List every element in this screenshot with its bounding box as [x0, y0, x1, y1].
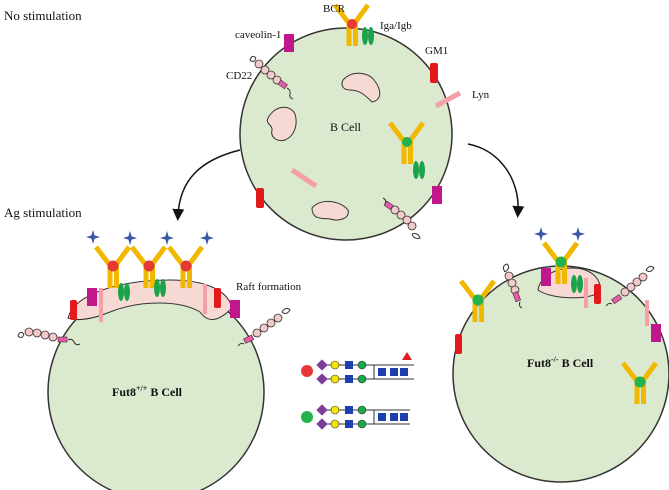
cell-membrane: [239, 27, 453, 241]
b-cell-label: B Cell: [330, 120, 362, 134]
no-fucose-bcr-icon: [301, 411, 313, 423]
caveolin-marker: [87, 288, 97, 306]
lyn-marker: [99, 288, 103, 322]
nonfucosylated-glycan-icon: [316, 404, 410, 430]
arrow-to-wt-cell: [172, 149, 241, 221]
core-fucose-bcr-icon: [301, 365, 313, 377]
lipid-raft: [67, 279, 233, 321]
lyn-marker: [645, 300, 649, 326]
caveolin-marker: [651, 324, 661, 342]
bcr-receptor: [623, 363, 656, 404]
antigen-icon: [86, 230, 100, 244]
gm1-marker: [214, 288, 221, 308]
iga-igb-label: Iga/Igb: [380, 20, 412, 32]
ko-cell-label: Fut8-/- B Cell: [527, 355, 594, 370]
cd22-receptor: [502, 263, 523, 309]
cd22-label: CD22: [226, 70, 252, 82]
bcr-receptor: [544, 243, 577, 284]
bcr-receptor: [461, 281, 494, 322]
bcr-receptor-inner: [390, 123, 423, 164]
caveolin-marker: [541, 268, 551, 286]
no-stimulation-label: No stimulation: [4, 8, 82, 23]
bcr-receptor: [96, 247, 129, 288]
gm1-marker: [70, 300, 77, 320]
gm1-label: GM1: [425, 45, 448, 57]
cd22-receptor: [605, 265, 655, 307]
antigen-icon: [200, 231, 214, 245]
antigen-icon: [160, 231, 174, 245]
cd22-receptor: [17, 327, 81, 346]
cd22-receptor: [249, 55, 294, 100]
caveolin-marker: [432, 186, 442, 204]
lyn-marker: [584, 278, 588, 308]
caveolin-label: caveolin-1: [235, 29, 281, 41]
gm1-marker: [256, 188, 264, 208]
caveolin-marker: [230, 300, 240, 318]
cd22-receptor: [237, 307, 291, 347]
wt-b-cell: Raft formation Fut8+/+ B Cell: [17, 230, 302, 490]
gm1-marker: [594, 284, 601, 304]
bcr-label: BCR: [323, 3, 346, 15]
bcr-receptor: [169, 247, 202, 288]
bcr-receptor: [335, 5, 368, 46]
bcr-receptor: [132, 247, 165, 288]
raft-formation-label: Raft formation: [236, 281, 302, 293]
gm1-marker: [430, 63, 438, 83]
glycan-legend: [301, 352, 414, 430]
ko-b-cell: Fut8-/- B Cell: [452, 227, 669, 483]
antigen-icon: [571, 227, 585, 241]
organelle: [341, 72, 381, 103]
gm1-marker: [455, 334, 462, 354]
lyn-marker: [290, 167, 318, 189]
wt-cell-label: Fut8+/+ B Cell: [112, 384, 183, 399]
organelle: [266, 106, 297, 141]
caveolin-marker: [284, 34, 294, 52]
cd22-receptor: [382, 197, 421, 239]
organelle: [311, 201, 349, 221]
lyn-marker: [203, 284, 207, 314]
resting-b-cell: BCR Iga/Igb caveolin-1 GM1 CD22 Lyn B Ce…: [226, 3, 490, 241]
lyn-marker: [434, 90, 462, 109]
fucosylated-glycan-icon: [316, 352, 414, 385]
antigen-icon: [534, 227, 548, 241]
ag-stimulation-label: Ag stimulation: [4, 205, 82, 220]
cell-membrane: [452, 265, 669, 483]
antigen-icon: [123, 231, 137, 245]
arrow-to-ko-cell: [467, 143, 525, 218]
lyn-label: Lyn: [472, 89, 490, 101]
